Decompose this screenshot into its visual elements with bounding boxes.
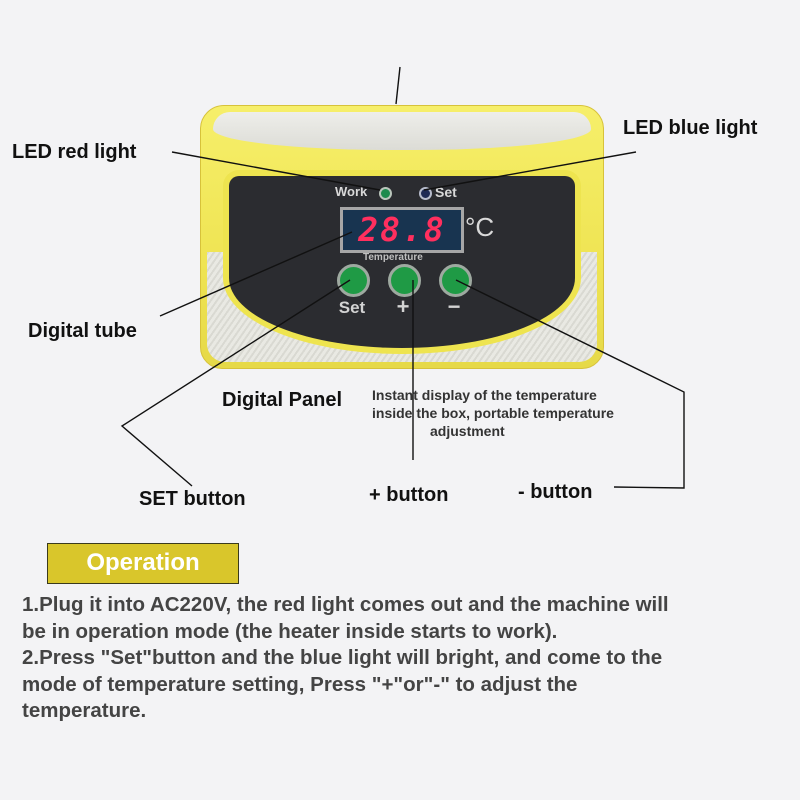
led-blue-light-line <box>423 151 637 191</box>
description-line: Instant display of the temperature <box>372 387 597 403</box>
minus-button-line <box>455 279 685 489</box>
callout-digital-panel: Digital Panel <box>222 389 343 411</box>
led-red-light-line <box>171 151 381 191</box>
instruction-line: temperature. <box>22 699 147 722</box>
callout-digital-tube: Digital tube <box>28 320 137 342</box>
led-work-label: Work <box>335 184 368 199</box>
top-callout-line <box>395 66 401 105</box>
callout-set-button: SET button <box>139 488 246 510</box>
device-top-cover <box>213 112 591 150</box>
panel-description: Instant display of the temperature insid… <box>372 386 672 440</box>
display-caption: Temperature <box>363 252 423 263</box>
incubator-device: Work Set 28.8 °C Temperature Set + − <box>200 105 604 369</box>
minus-button-label: − <box>447 294 461 319</box>
minus-button[interactable] <box>439 264 472 297</box>
callout-plus-button: + button <box>369 484 449 506</box>
set-button-line <box>120 279 351 487</box>
callout-led-red-light: LED red light <box>12 141 137 163</box>
digital-panel: Work Set 28.8 °C Temperature Set + − <box>229 176 575 348</box>
description-line: inside the box, portable temperature <box>372 405 614 421</box>
set-button-label: Set <box>338 298 366 317</box>
set-button[interactable] <box>337 264 370 297</box>
plus-button[interactable] <box>388 264 421 297</box>
led-set-label: Set <box>435 184 457 200</box>
instruction-line: 1.Plug it into AC220V, the red light com… <box>22 593 669 616</box>
callout-minus-button: - button <box>518 481 593 503</box>
digital-tube-display: 28.8 <box>340 207 464 253</box>
led-blue-light-indicator <box>419 187 432 200</box>
description-line: adjustment <box>430 423 505 439</box>
display-unit: °C <box>465 212 495 242</box>
operation-instructions: 1.Plug it into AC220V, the red light com… <box>22 592 800 725</box>
instruction-line: 2.Press "Set"button and the blue light w… <box>22 646 663 669</box>
instruction-line: be in operation mode (the heater inside … <box>22 619 558 643</box>
instruction-line: mode of temperature setting, Press "+"or… <box>22 672 578 696</box>
operation-heading: Operation <box>47 543 239 584</box>
callout-led-blue-light: LED blue light <box>623 117 758 139</box>
plus-button-label: + <box>396 294 410 319</box>
led-red-light-indicator <box>379 187 392 200</box>
digital-tube-line <box>159 231 353 317</box>
